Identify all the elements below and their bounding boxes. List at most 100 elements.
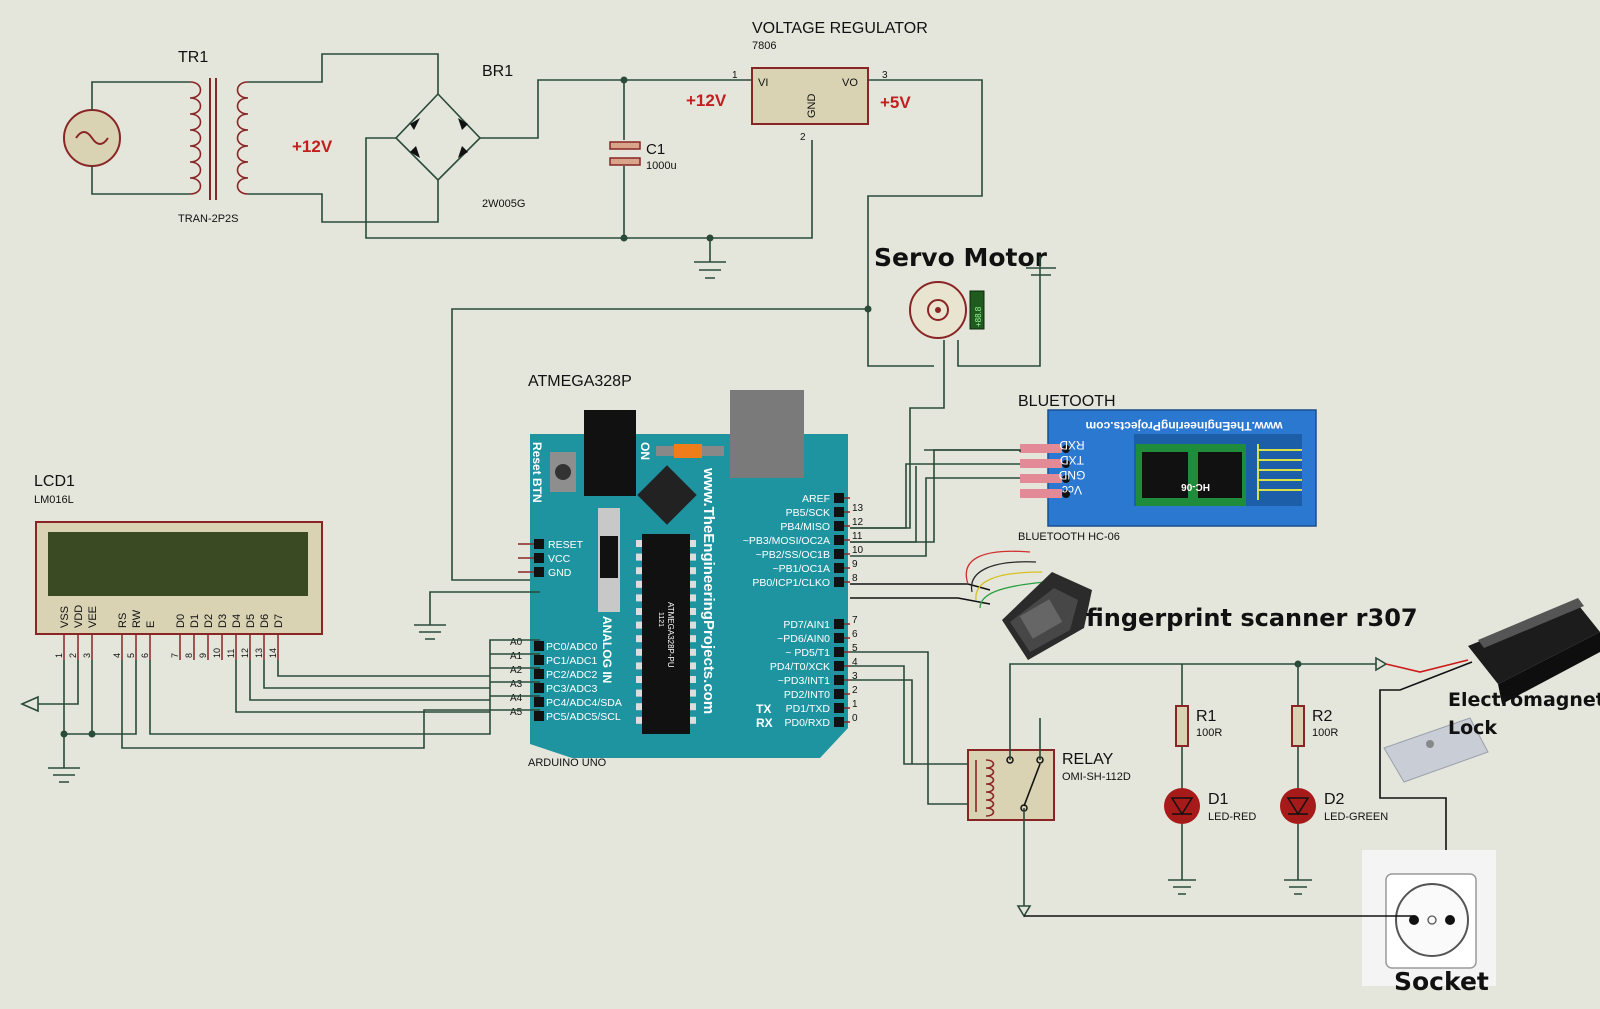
arduino-chip-label: ATMEGA328P-PU — [666, 602, 675, 668]
regulator-pin2: 2 — [800, 132, 806, 143]
arduino-right-pin-number: 10 — [852, 545, 864, 556]
br1-name: BR1 — [482, 63, 513, 80]
arduino-right-pin — [834, 689, 844, 699]
relay-omi: RELAY OMI-SH-112D — [967, 749, 1131, 821]
lcd-pin-label: D2 — [203, 614, 215, 628]
arduino-watermark: www.TheEngineeringProjects.com — [700, 467, 717, 714]
arduino-right-pin-label: AREF — [802, 493, 830, 505]
chip-pin — [690, 703, 696, 711]
lcd-pin-number: 1 — [54, 653, 64, 658]
arduino-reset-btn: Reset BTN — [530, 442, 544, 503]
arduino-right-pin-label: ~PB1/OC1A — [773, 563, 831, 575]
lcd-part: LM016L — [34, 494, 74, 506]
arduino-analog-pin — [534, 683, 544, 693]
bt-pin-label: GND — [1058, 468, 1085, 482]
power-socket: Socket — [1362, 850, 1496, 996]
arduino-analog-pin-label: PC4/ADC4/SDA — [546, 697, 622, 709]
lcd-pin-number: 9 — [198, 653, 208, 658]
chip-pin — [636, 580, 642, 588]
lcd-pin-label: D4 — [231, 614, 243, 628]
arduino-right-pin-label: ~PB2/SS/OC1B — [756, 549, 830, 561]
arduino-analog-a-label: A5 — [510, 707, 523, 718]
lcd-pin-number: 6 — [140, 653, 150, 658]
r2-value: 100R — [1312, 727, 1338, 739]
arduino-uno-board: Reset BTN ON www.TheEngineeringProjects.… — [510, 390, 864, 758]
regulator-title: VOLTAGE REGULATOR — [752, 20, 928, 37]
servo-readout: +88.8 — [974, 306, 983, 327]
arduino-analog-a-label: A2 — [510, 665, 523, 676]
arduino-right-pin — [834, 633, 844, 643]
arduino-right-pin-number: 13 — [852, 503, 864, 514]
arduino-right-pin-label: PD0/RXD — [784, 717, 830, 729]
arduino-analog-pin — [534, 697, 544, 707]
bt-title: BLUETOOTH — [1018, 393, 1116, 410]
arduino-analog-pin-label: PC3/ADC3 — [546, 683, 598, 695]
arduino-right-pin-number: 11 — [852, 531, 863, 542]
arduino-analog-pin-label: PC5/ADC5/SCL — [546, 711, 621, 723]
chip-pin — [636, 676, 642, 683]
arduino-right-pin-number: 6 — [852, 629, 858, 640]
arduino-right-pin-number: 1 — [852, 699, 858, 710]
transformer-tr1: TR1 TRAN-2P2S — [178, 49, 249, 225]
servo-motor: +88.8 Servo Motor — [874, 243, 1048, 339]
regulator-pin1: 1 — [732, 70, 738, 81]
d2-name: D2 — [1324, 791, 1345, 808]
arduino-right-pin-label: PD1/TXD — [786, 703, 831, 715]
arduino-right-pin-label: PB4/MISO — [780, 521, 830, 533]
arduino-right-pin — [834, 507, 844, 517]
arduino-right-pin-label: ~ PD5/T1 — [785, 647, 830, 659]
lcd-pin-number: 2 — [68, 653, 78, 658]
arduino-right-pin — [834, 717, 844, 727]
arduino-pins-analog: PC0/ADC0A0PC1/ADC1A1PC2/ADC2A2PC3/ADC3A3… — [510, 637, 622, 723]
arduino-right-pin-label: ~PB3/MOSI/OC2A — [743, 535, 830, 547]
lcd-pin-label: D5 — [245, 614, 257, 628]
arduino-analog-pin — [534, 669, 544, 679]
arduino-analog-in: ANALOG IN — [600, 616, 614, 683]
arduino-right-pin-number: 4 — [852, 657, 858, 668]
bluetooth-hc06: HC-06 www.TheEngineeringProjects.com RXD… — [1020, 409, 1317, 527]
arduino-chip-pins — [636, 540, 696, 724]
arduino-left-pin-label: VCC — [548, 553, 571, 565]
chip-pin — [690, 540, 696, 547]
voltage-regulator-7806: VOLTAGE REGULATOR 7806 VI VO GND 1 3 2 — [732, 20, 928, 143]
arduino-right-pin — [834, 661, 844, 671]
chip-pin — [690, 676, 696, 683]
chip-pin — [690, 662, 696, 670]
chip-pin — [690, 716, 696, 724]
chip-pin — [636, 716, 642, 724]
arduino-right-pin — [834, 493, 844, 503]
chip-pin — [636, 594, 642, 602]
chip-pin — [636, 608, 642, 615]
regulator-vi: VI — [758, 77, 768, 89]
resistor-r2: R2 100R — [1291, 705, 1338, 747]
arduino-right-pin — [834, 563, 844, 573]
lcd-pin-label: VEE — [87, 606, 99, 628]
regulator-pin3: 3 — [882, 70, 888, 81]
arduino-analog-pin-label: PC2/ADC2 — [546, 669, 598, 681]
arduino-right-pin — [834, 675, 844, 685]
chip-pin — [690, 648, 696, 656]
lcd-pin-number: 14 — [268, 648, 278, 658]
arduino-tx: TX — [756, 702, 771, 716]
arduino-analog-pin-label: PC0/ADC0 — [546, 641, 598, 653]
chip-pin — [636, 689, 642, 697]
lcd-pin-label: VSS — [59, 606, 71, 628]
tr1-part: TRAN-2P2S — [178, 213, 239, 225]
lcd-pin-number: 12 — [240, 648, 250, 658]
tr1-name: TR1 — [178, 49, 208, 66]
arduino-analog-a-label: A3 — [510, 679, 523, 690]
arduino-analog-pin — [534, 711, 544, 721]
d1-name: D1 — [1208, 791, 1229, 808]
arduino-rx: RX — [756, 716, 773, 730]
lock-line1: Electromagnetic — [1448, 689, 1600, 711]
lcd-pins: VSS1VDD2VEE3RS4RW5E6D07D18D29D310D411D51… — [54, 605, 285, 660]
arduino-right-pin-number: 2 — [852, 685, 858, 696]
relay-part: OMI-SH-112D — [1062, 771, 1131, 783]
chip-pin — [690, 621, 696, 629]
r2-name: R2 — [1312, 708, 1333, 725]
arduino-right-pin-number: 0 — [852, 713, 858, 724]
arduino-analog-pin — [534, 655, 544, 665]
ac-source — [63, 109, 121, 167]
